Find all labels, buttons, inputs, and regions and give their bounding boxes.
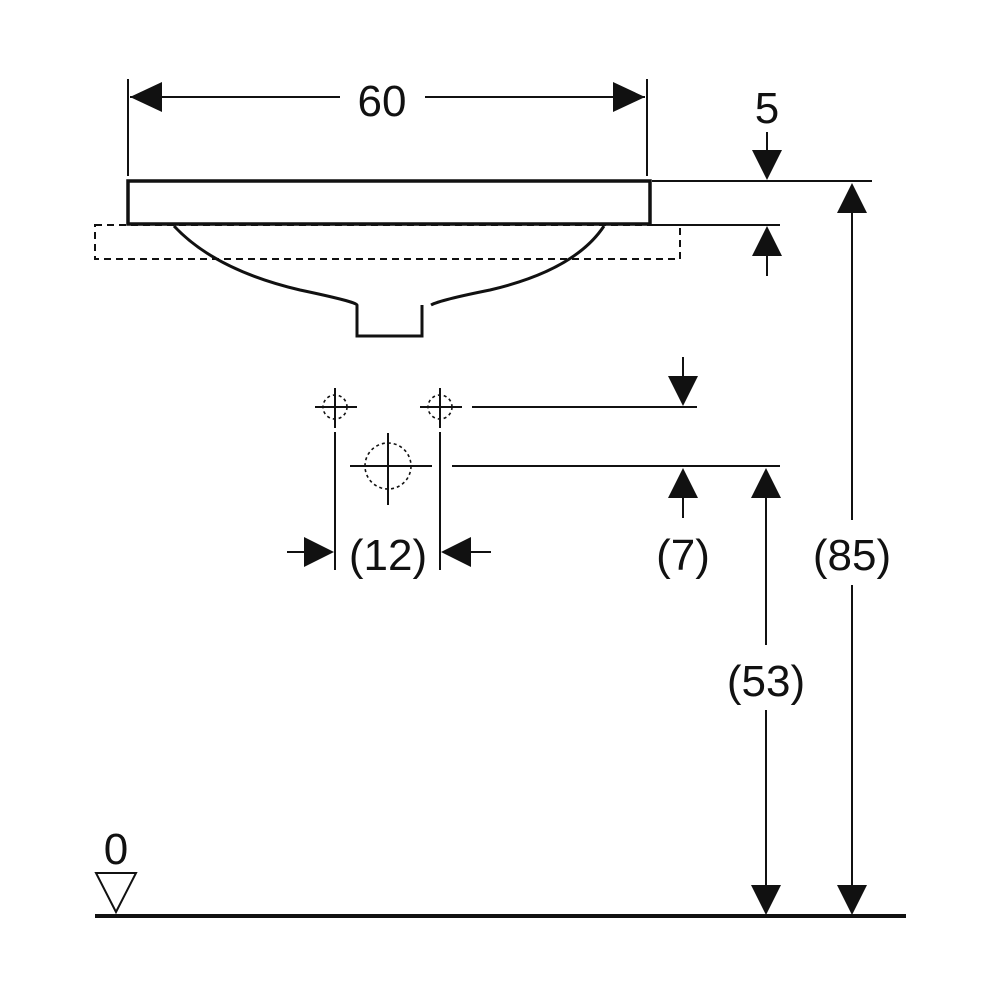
tap-holes [315, 388, 697, 428]
washbasin [94, 179, 681, 338]
rim-height-label: (85) [813, 531, 891, 580]
rim-height-dimension: (85) [813, 183, 891, 915]
basin-rim [126, 179, 652, 226]
arrowhead-icon [441, 537, 471, 567]
width-dimension: 60 [127, 77, 648, 176]
width-label: 60 [358, 77, 407, 126]
tap-drain-offset-dimension: (7) [656, 357, 710, 580]
arrowhead-icon [837, 183, 867, 213]
arrowhead-icon [751, 468, 781, 498]
arrowhead-icon [751, 885, 781, 915]
drain-height-dimension: (53) [727, 468, 805, 915]
arrowhead-icon [752, 150, 782, 180]
countertop-outline [94, 224, 681, 260]
floor-level: 0 [94, 825, 906, 918]
basin-drain-outlet [355, 305, 424, 338]
arrowhead-icon [613, 82, 645, 112]
triangle-down-icon [94, 872, 138, 915]
arrowhead-icon [130, 82, 162, 112]
drain-height-label: (53) [727, 657, 805, 706]
basin-bowl [172, 224, 606, 307]
floor-level-label: 0 [104, 825, 128, 874]
drain-hole [350, 433, 780, 505]
tap-spacing-label: (12) [349, 531, 427, 580]
arrowhead-icon [837, 885, 867, 915]
tap-drain-offset-label: (7) [656, 531, 710, 580]
tap-spacing-dimension: (12) [287, 432, 491, 580]
arrowhead-icon [304, 537, 334, 567]
rim-thickness-dimension: 5 [652, 84, 872, 276]
rim-thickness-label: 5 [755, 84, 779, 133]
arrowhead-icon [668, 468, 698, 498]
arrowhead-icon [668, 376, 698, 406]
arrowhead-icon [752, 226, 782, 256]
